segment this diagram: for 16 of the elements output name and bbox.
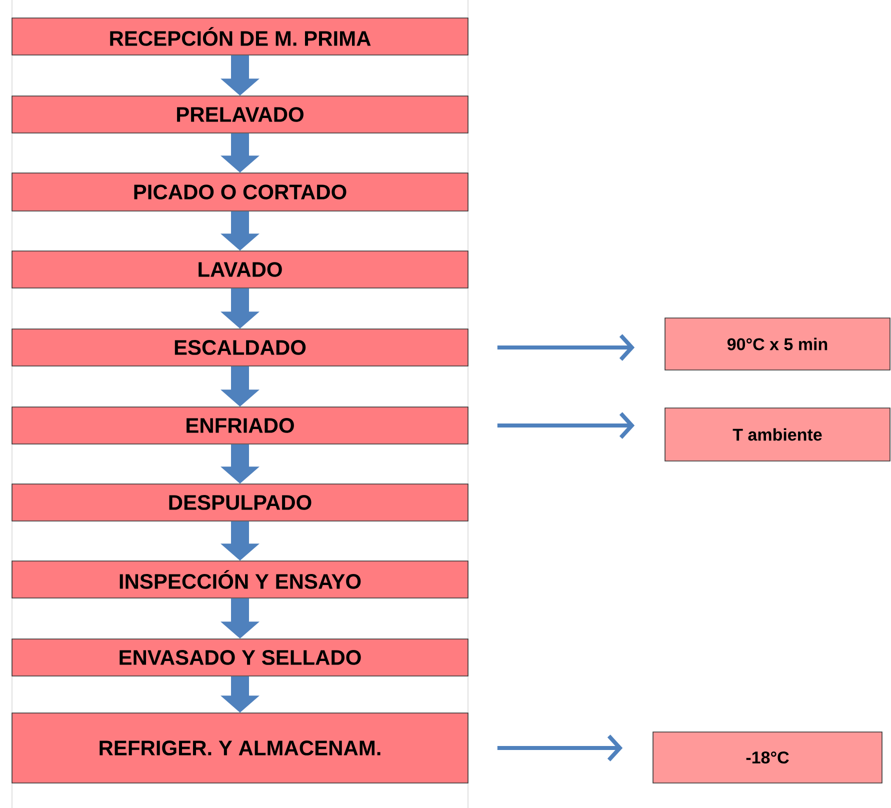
arrow — [497, 412, 635, 439]
note-box: T ambiente — [664, 408, 890, 462]
process-box: DESPULPADO — [12, 484, 468, 522]
note-box: 90°C x 5 min — [664, 318, 890, 370]
process-box: PICADO O CORTADO — [12, 172, 468, 212]
process-box: PRELAVADO — [12, 96, 468, 134]
process-box: RECEPCIÓN DE M. PRIMA — [12, 18, 468, 56]
process-box: ESCALDADO — [12, 328, 468, 366]
process-box: INSPECCIÓN Y ENSAYO — [12, 560, 468, 598]
arrow — [497, 334, 635, 361]
process-box: ENVASADO Y SELLADO — [12, 638, 468, 676]
process-box: LAVADO — [12, 250, 468, 288]
note-box: -18°C — [652, 732, 882, 784]
process-box: REFRIGER. Y ALMACENAM. — [12, 712, 468, 784]
process-box: ENFRIADO — [12, 406, 468, 444]
arrow — [497, 734, 623, 762]
